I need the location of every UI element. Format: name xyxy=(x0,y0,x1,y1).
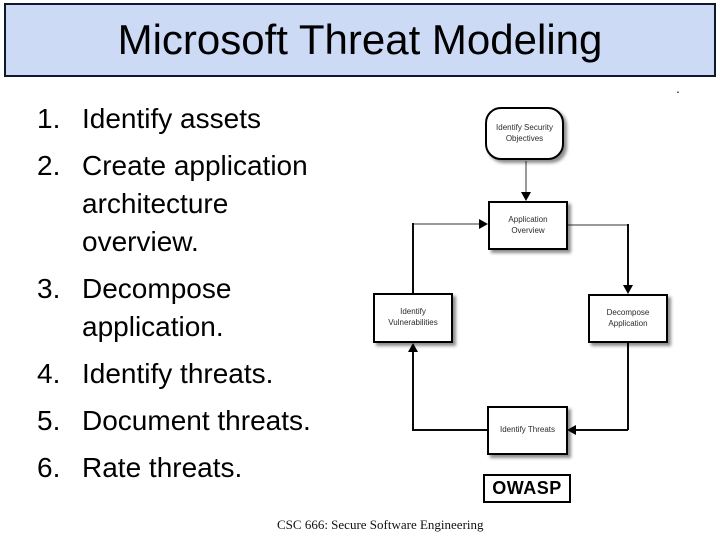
owasp-badge: OWASP xyxy=(483,474,571,503)
list-item-number: 3. xyxy=(37,273,61,304)
arrowhead-left-icon xyxy=(567,425,576,435)
node-label: Application Overview xyxy=(508,214,548,235)
list-item-number: 5. xyxy=(37,405,61,436)
list-item: 3. Decompose application. xyxy=(20,270,338,346)
node-label: Identify Security Objectives xyxy=(496,122,553,143)
list-item: 5. Document threats. xyxy=(20,402,338,440)
threat-modeling-steps-list: 1. Identify assets 2. Create application… xyxy=(20,100,338,496)
node-application-overview: Application Overview xyxy=(488,201,568,250)
list-item: 6. Rate threats. xyxy=(20,449,338,487)
list-item-text: Rate threats. xyxy=(82,452,243,483)
list-item-number: 2. xyxy=(37,150,61,181)
connector-overview-to-decompose-vertical xyxy=(627,224,629,286)
footer-course-label: CSC 666: Secure Software Engineering xyxy=(277,517,484,532)
node-label: Identify Vulnerabilities xyxy=(388,307,438,327)
node-decompose-application: Decompose Application xyxy=(588,294,668,343)
list-item-number: 1. xyxy=(37,103,61,134)
page-title: Microsoft Threat Modeling xyxy=(117,16,603,63)
connector-vulnerabilities-to-overview-horizontal xyxy=(413,223,482,225)
connector-threats-to-vulnerabilities-vertical xyxy=(412,351,414,431)
list-item-text: Document threats. xyxy=(82,405,311,436)
node-identify-vulnerabilities: Identify Vulnerabilities xyxy=(373,293,453,343)
node-identify-threats: Identify Threats xyxy=(487,406,568,455)
connector-threats-to-vulnerabilities-horizontal xyxy=(413,429,487,431)
node-label: Identify Threats xyxy=(500,425,555,435)
connector-vulnerabilities-to-overview-vertical xyxy=(412,223,414,293)
list-item-text: Decompose application. xyxy=(82,273,232,342)
node-identify-security-objectives: Identify Security Objectives xyxy=(485,107,564,160)
connector-overview-to-decompose-horizontal xyxy=(567,224,628,226)
connector-decompose-to-threats-horizontal xyxy=(575,429,628,431)
list-item-text: Identify threats. xyxy=(82,358,274,389)
connector-decompose-to-threats-vertical xyxy=(627,343,629,430)
arrowhead-down-icon xyxy=(623,285,633,294)
list-item: 2. Create application architecture overv… xyxy=(20,147,338,261)
list-item-text: Create application architecture overview… xyxy=(82,150,308,257)
arrowhead-right-icon xyxy=(479,219,488,229)
list-item-text: Identify assets xyxy=(82,103,261,134)
connector-objectives-to-overview xyxy=(525,161,527,193)
list-item-number: 4. xyxy=(37,358,61,389)
node-label: Decompose Application xyxy=(606,307,650,328)
arrowhead-up-icon xyxy=(408,343,418,352)
list-item-number: 6. xyxy=(37,452,61,483)
list-item: 4. Identify threats. xyxy=(20,355,338,393)
stray-period-mark: . xyxy=(676,80,680,96)
title-bar: Microsoft Threat Modeling xyxy=(4,3,716,77)
list-item: 1. Identify assets xyxy=(20,100,338,138)
arrowhead-down-icon xyxy=(521,192,531,201)
